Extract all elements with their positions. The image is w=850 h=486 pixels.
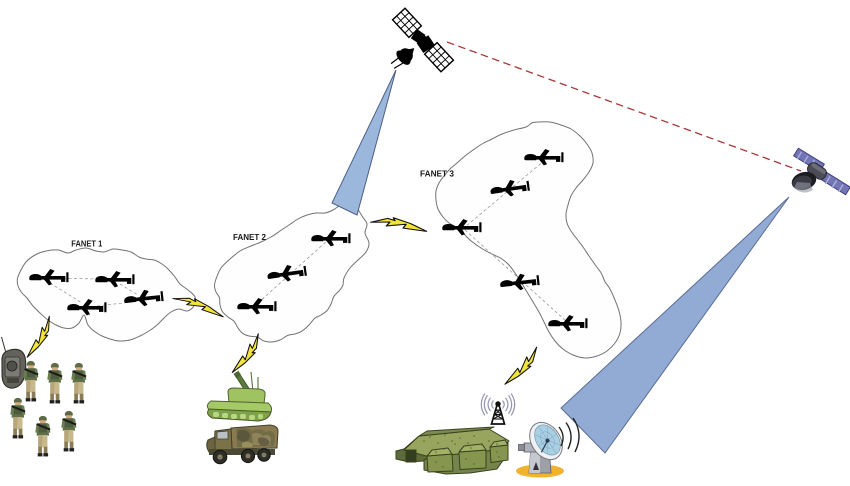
svg-text:FANET 3: FANET 3 bbox=[420, 169, 454, 179]
svg-text:FANET 1: FANET 1 bbox=[71, 238, 102, 248]
svg-text:FANET 2: FANET 2 bbox=[233, 232, 266, 242]
